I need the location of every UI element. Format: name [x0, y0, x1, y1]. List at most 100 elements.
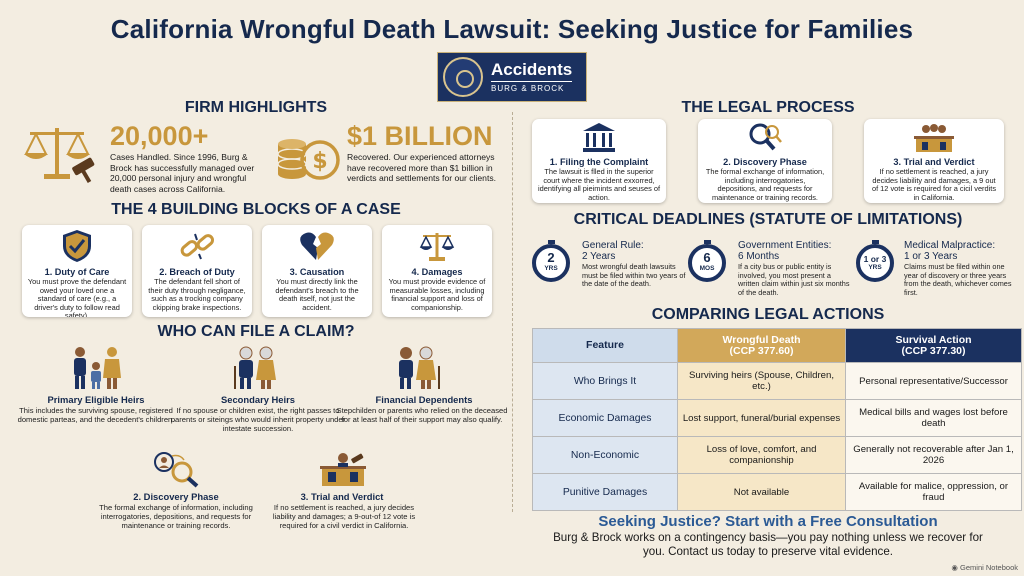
who-desc: If no settlement is reached, a jury deci…	[272, 503, 416, 530]
header-survival-action: Survival Action (CCP 377.30)	[845, 328, 1022, 363]
row-wrongful-death: Loss of love, comfort, and companionship	[677, 436, 846, 474]
who-desc: This includes the surviving spouse, regi…	[17, 406, 175, 424]
who-desc: If no spouse or children exist, the righ…	[170, 406, 346, 433]
timer-unit: MOS	[699, 265, 715, 272]
card-breach-of-duty: 2. Breach of Duty The defendant fell sho…	[142, 225, 252, 317]
table-row: Punitive Damages Not available Available…	[532, 473, 1022, 511]
table-row: Non-Economic Loss of love, comfort, and …	[532, 436, 1022, 474]
elderly-couple-icon	[232, 346, 282, 390]
deadline-label: Government Entities:	[738, 240, 832, 251]
deadline-government: Government Entities: 6 Months If a city …	[738, 240, 852, 297]
card-damages: 4. Damages You must provide evidence of …	[382, 225, 492, 317]
who-title: Primary Eligible Heirs	[47, 394, 145, 405]
row-feature: Economic Damages	[532, 399, 678, 437]
card-desc: You must directly link the defendant's b…	[275, 277, 359, 312]
header-sa-line2: (CCP 377.30)	[901, 344, 966, 357]
timer-number: 6	[703, 250, 711, 265]
header-wrongful-death: Wrongful Death (CCP 377.60)	[677, 328, 846, 363]
timer-number: 1 or 3	[863, 254, 887, 264]
logo-main-text: Accidents	[491, 60, 573, 79]
card-title: 1. Duty of Care	[44, 267, 110, 277]
header-wd-line2: (CCP 377.60)	[729, 344, 794, 357]
firm-highlights-heading: FIRM HIGHLIGHTS	[184, 99, 328, 116]
timer-unit: YRS	[868, 264, 882, 271]
logo-sub-text: BURG & BROCK	[491, 81, 573, 93]
who-desc: The formal exchange of information, incl…	[99, 503, 253, 530]
row-feature: Who Brings It	[532, 362, 678, 400]
header-wd-line1: Wrongful Death	[722, 333, 801, 346]
card-title: 4. Damages	[411, 267, 463, 277]
card-desc: The formal exchange of information, incl…	[705, 167, 825, 202]
table-row: Economic Damages Lost support, funeral/b…	[532, 399, 1022, 437]
table-header-row: Feature Wrongful Death (CCP 377.60) Surv…	[532, 328, 1022, 363]
who-desc: Stepchilden or parents who relied on the…	[336, 406, 508, 424]
deadline-medical: Medical Malpractice: 1 or 3 Years Claims…	[904, 240, 1016, 297]
who-title: Financial Dependents	[375, 394, 473, 405]
card-trial-verdict: 3. Trial and Verdict If no settlement is…	[864, 119, 1004, 203]
card-causation: 3. Causation You must directly link the …	[262, 225, 372, 317]
row-feature: Non-Economic	[532, 436, 678, 474]
comparison-table: Feature Wrongful Death (CCP 377.60) Surv…	[532, 328, 1022, 511]
row-wrongful-death: Not available	[677, 473, 846, 511]
timer-number: 2	[547, 250, 555, 265]
firm-logo: Accidents BURG & BROCK	[437, 52, 587, 102]
svg-text:$: $	[312, 149, 327, 174]
notebook-icon: ◉	[951, 563, 961, 572]
deadline-value: 1 or 3 Years	[904, 251, 958, 262]
magnifier-icon	[698, 119, 832, 157]
card-title: 2. Breach of Duty	[159, 267, 235, 277]
deadline-label: Medical Malpractice:	[904, 240, 996, 251]
dependents-icon	[392, 346, 442, 390]
card-desc: If no settlement is reached, a jury deci…	[871, 167, 997, 202]
page-title: California Wrongful Death Lawsuit: Seeki…	[110, 14, 914, 44]
legal-process-heading: THE LEGAL PROCESS	[681, 99, 855, 116]
card-title: 2. Discovery Phase	[723, 157, 807, 167]
card-desc: You must provide evidence of measurable …	[388, 277, 486, 312]
header-feature: Feature	[532, 328, 678, 363]
card-discovery-phase: 2. Discovery Phase The formal exchange o…	[698, 119, 832, 203]
row-survival-action: Generally not recoverable after Jan 1, 2…	[845, 436, 1022, 474]
building-blocks-heading: THE 4 BUILDING BLOCKS OF A CASE	[111, 201, 401, 218]
family-icon	[68, 346, 124, 390]
card-duty-of-care: 1. Duty of Care You must prove the defen…	[22, 225, 132, 317]
scales-icon	[382, 225, 492, 267]
deadline-desc: Claims must be filed within one year of …	[904, 262, 1012, 297]
timer-1-or-3-years-icon: 1 or 3 YRS	[856, 240, 894, 282]
footer-text: Gemini Notebook	[960, 563, 1018, 572]
jury-bench-icon	[864, 119, 1004, 157]
who-can-file-heading: WHO CAN FILE A CLAIM?	[157, 323, 355, 340]
coins-icon: $	[276, 122, 342, 184]
card-title: 3. Trial and Verdict	[893, 157, 975, 167]
card-title: 3. Causation	[289, 267, 345, 277]
row-wrongful-death: Lost support, funeral/burial expenses	[677, 399, 846, 437]
courthouse-icon	[532, 119, 666, 157]
deadline-label: General Rule:	[582, 240, 644, 251]
deadlines-heading: CRITICAL DEADLINES (STATUTE OF LIMITATIO…	[573, 211, 963, 228]
card-desc: The lawsuit is flled in the superior cou…	[538, 167, 661, 202]
table-row: Who Brings It Surviving heirs (Spouse, C…	[532, 362, 1022, 400]
scales-gavel-icon	[22, 122, 102, 184]
who-title: Secondary Heirs	[221, 394, 295, 405]
card-filing-complaint: 1. Filing the Complaint The lawsuit is f…	[532, 119, 666, 203]
who-title: 2. Discovery Phase	[133, 491, 219, 502]
deadline-desc: If a city bus or public entity is involv…	[738, 262, 850, 297]
deadline-general: General Rule: 2 Years Most wrongful deat…	[582, 240, 686, 289]
row-feature: Punitive Damages	[532, 473, 678, 511]
card-title: 1. Filing the Complaint	[549, 157, 649, 167]
column-divider	[512, 112, 513, 512]
row-survival-action: Available for malice, oppression, or fra…	[845, 473, 1022, 511]
timer-6-months-icon: 6 MOS	[688, 240, 726, 282]
stat-recovered-text: Recovered. Our experienced attorneys hav…	[347, 152, 497, 183]
timer-unit: YRS	[544, 265, 558, 272]
footer-credit: ◉ Gemini Notebook	[951, 563, 1018, 572]
courthouse-bench-icon	[318, 450, 368, 488]
card-desc: You must prove the defendant owed your l…	[27, 277, 127, 317]
row-survival-action: Personal representative/Successor	[845, 362, 1022, 400]
broken-chain-icon	[142, 225, 252, 267]
row-wrongful-death: Surviving heirs (Spouse, Children, etc.)	[677, 362, 846, 400]
stat-cases-text: Cases Handled. Since 1996, Burg & Brock …	[110, 152, 255, 194]
discovery-search-icon	[152, 450, 200, 488]
deadline-value: 2 Years	[582, 251, 616, 262]
comparison-heading: COMPARING LEGAL ACTIONS	[651, 306, 885, 323]
header-sa-line1: Survival Action	[895, 333, 972, 346]
